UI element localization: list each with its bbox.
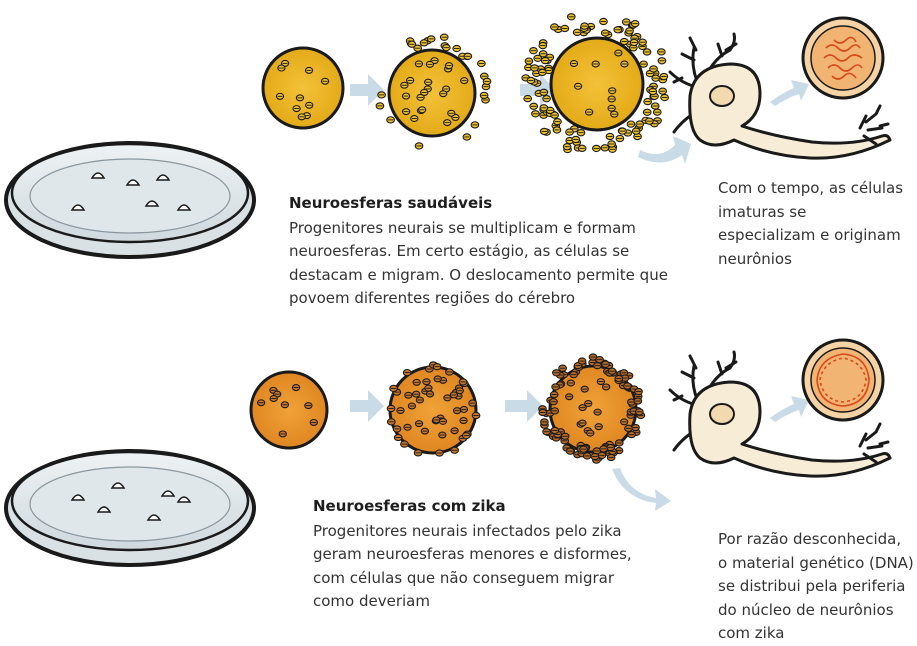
- zika-description-block: Neuroesferas com zika Progenitores neura…: [313, 495, 633, 614]
- petri-dish-zika: [4, 449, 256, 567]
- zika-description: Progenitores neurais infectados pelo zik…: [313, 521, 632, 611]
- healthy-description: Progenitores neurais se multiplicam e fo…: [289, 218, 668, 308]
- healthy-neuron-note: Com o tempo, as células imaturas se espe…: [718, 179, 904, 268]
- zika-title: Neuroesferas com zika: [313, 497, 506, 515]
- petri-dish-healthy: [4, 141, 256, 259]
- zika-sphere-1: [249, 370, 329, 450]
- dna-periphery: [816, 353, 870, 407]
- dna-clustered: [823, 36, 863, 80]
- healthy-title: Neuroesferas saudáveis: [289, 194, 493, 212]
- zika-neuron-note: Por razão desconhecida, o material genét…: [718, 530, 914, 642]
- neuron-healthy: [668, 16, 892, 160]
- healthy-cells: [275, 13, 669, 154]
- zika-cells: [256, 353, 646, 464]
- healthy-sphere-3: [549, 36, 645, 132]
- neuron-zika: [668, 338, 892, 478]
- healthy-description-block: Neuroesferas saudáveis Progenitores neur…: [289, 192, 699, 311]
- arrows-zika: [350, 390, 809, 511]
